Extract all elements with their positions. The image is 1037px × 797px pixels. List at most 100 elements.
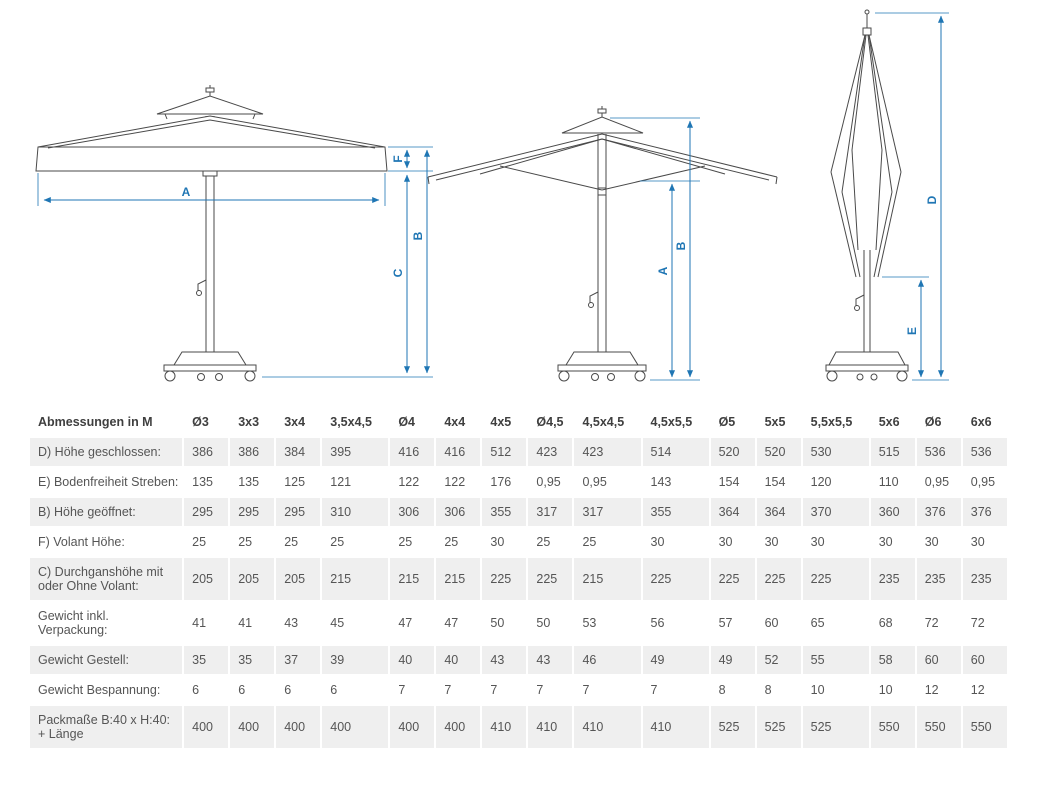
value-cell: 6 — [322, 676, 389, 704]
value-cell: 225 — [802, 558, 869, 600]
row-label: C) Durchganshöhe mit oder Ohne Volant: — [30, 558, 183, 600]
value-cell: 25 — [184, 528, 229, 556]
value-cell: 57 — [710, 602, 755, 644]
value-cell: 65 — [802, 602, 869, 644]
value-cell: 400 — [276, 706, 321, 748]
value-cell: 410 — [528, 706, 573, 748]
row-label: E) Bodenfreiheit Streben: — [30, 468, 183, 496]
value-cell: 525 — [756, 706, 801, 748]
value-cell: 58 — [870, 646, 915, 674]
value-cell: 49 — [710, 646, 755, 674]
column-header: 5,5x5,5 — [802, 408, 869, 436]
value-cell: 50 — [528, 602, 573, 644]
value-cell: 25 — [390, 528, 435, 556]
value-cell: 410 — [482, 706, 527, 748]
value-cell: 386 — [184, 438, 229, 466]
column-header: 3,5x4,5 — [322, 408, 389, 436]
value-cell: 7 — [574, 676, 641, 704]
value-cell: 25 — [230, 528, 275, 556]
value-cell: 68 — [870, 602, 915, 644]
column-header: 4,5x5,5 — [642, 408, 709, 436]
value-cell: 215 — [574, 558, 641, 600]
value-cell: 43 — [528, 646, 573, 674]
value-cell: 7 — [528, 676, 573, 704]
row-label: Gewicht Gestell: — [30, 646, 183, 674]
dimensions-right: D E — [875, 12, 949, 381]
value-cell: 176 — [482, 468, 527, 496]
value-cell: 135 — [184, 468, 229, 496]
value-cell: 12 — [916, 676, 961, 704]
dim-label-d: D — [925, 195, 939, 204]
row-label: Packmaße B:40 x H:40: + Länge — [30, 706, 183, 748]
value-cell: 295 — [230, 498, 275, 526]
row-label: F) Volant Höhe: — [30, 528, 183, 556]
value-cell: 47 — [390, 602, 435, 644]
value-cell: 400 — [390, 706, 435, 748]
value-cell: 355 — [482, 498, 527, 526]
dim-label-f: F — [391, 155, 405, 162]
value-cell: 39 — [322, 646, 389, 674]
value-cell: 215 — [436, 558, 481, 600]
value-cell: 225 — [528, 558, 573, 600]
value-cell: 41 — [184, 602, 229, 644]
value-cell: 235 — [870, 558, 915, 600]
value-cell: 306 — [436, 498, 481, 526]
value-cell: 30 — [802, 528, 869, 556]
value-cell: 410 — [574, 706, 641, 748]
value-cell: 0,95 — [528, 468, 573, 496]
value-cell: 122 — [390, 468, 435, 496]
value-cell: 317 — [528, 498, 573, 526]
dim-label-c: C — [391, 268, 405, 277]
value-cell: 10 — [870, 676, 915, 704]
value-cell: 30 — [756, 528, 801, 556]
value-cell: 550 — [962, 706, 1007, 748]
value-cell: 225 — [642, 558, 709, 600]
value-cell: 400 — [322, 706, 389, 748]
dimensions-left: A F C B — [37, 146, 433, 378]
value-cell: 12 — [962, 676, 1007, 704]
value-cell: 317 — [574, 498, 641, 526]
column-header: Ø3 — [184, 408, 229, 436]
dim-label-a2: A — [656, 266, 670, 275]
value-cell: 60 — [756, 602, 801, 644]
value-cell: 550 — [916, 706, 961, 748]
value-cell: 52 — [756, 646, 801, 674]
value-cell: 512 — [482, 438, 527, 466]
value-cell: 30 — [642, 528, 709, 556]
umbrella-diagrams: A F C B — [35, 9, 949, 382]
value-cell: 355 — [642, 498, 709, 526]
value-cell: 225 — [756, 558, 801, 600]
value-cell: 53 — [574, 602, 641, 644]
value-cell: 35 — [230, 646, 275, 674]
value-cell: 400 — [230, 706, 275, 748]
row-label: Gewicht inkl. Verpackung: — [30, 602, 183, 644]
value-cell: 550 — [870, 706, 915, 748]
value-cell: 295 — [276, 498, 321, 526]
value-cell: 376 — [962, 498, 1007, 526]
value-cell: 416 — [436, 438, 481, 466]
column-header: 4x5 — [482, 408, 527, 436]
value-cell: 386 — [230, 438, 275, 466]
value-cell: 37 — [276, 646, 321, 674]
row-label: D) Höhe geschlossen: — [30, 438, 183, 466]
value-cell: 225 — [710, 558, 755, 600]
column-header: Ø4,5 — [528, 408, 573, 436]
value-cell: 0,95 — [962, 468, 1007, 496]
value-cell: 410 — [642, 706, 709, 748]
value-cell: 416 — [390, 438, 435, 466]
value-cell: 40 — [390, 646, 435, 674]
value-cell: 0,95 — [574, 468, 641, 496]
value-cell: 60 — [916, 646, 961, 674]
value-cell: 43 — [482, 646, 527, 674]
value-cell: 520 — [710, 438, 755, 466]
value-cell: 205 — [276, 558, 321, 600]
value-cell: 56 — [642, 602, 709, 644]
value-cell: 235 — [962, 558, 1007, 600]
value-cell: 46 — [574, 646, 641, 674]
value-cell: 120 — [802, 468, 869, 496]
